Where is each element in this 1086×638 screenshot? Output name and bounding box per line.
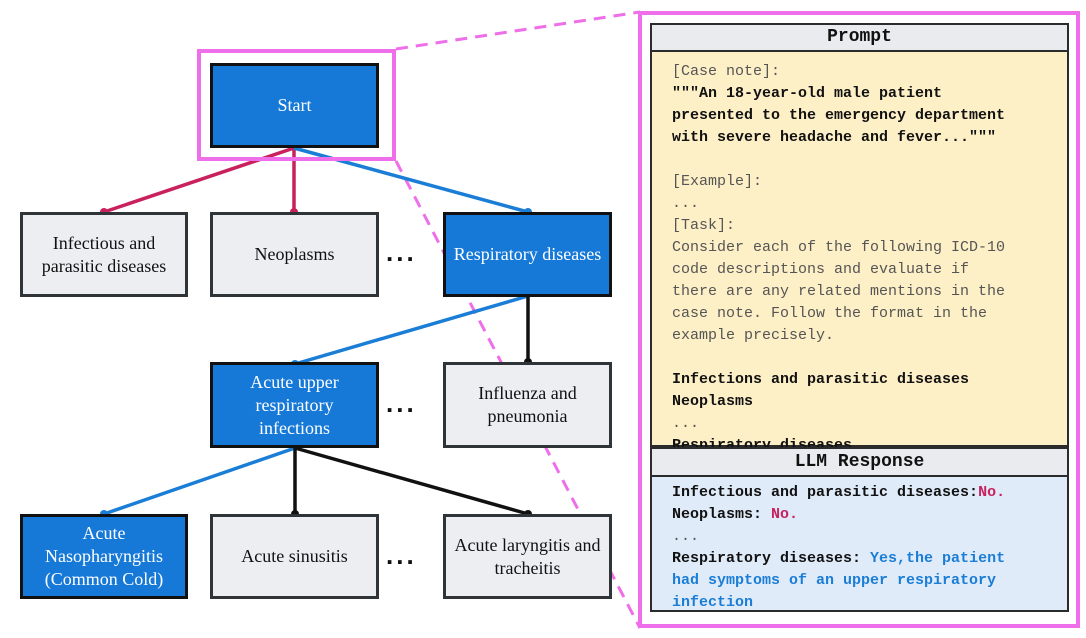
response-line: Respiratory diseases: Yes,the patient: [672, 548, 1053, 570]
node-acute-laryngitis-tracheitis[interactable]: Acute laryngitis and tracheitis: [443, 514, 612, 599]
start-highlight-frame: [197, 49, 396, 161]
llm-response-header: LLM Response: [650, 447, 1069, 477]
prompt-header: Prompt: [650, 23, 1069, 52]
ellipsis-level1: ...: [386, 237, 417, 267]
response-answer-no: No.: [978, 484, 1006, 501]
node-start[interactable]: Start: [210, 63, 379, 148]
task-line: Consider each of the following ICD-10: [672, 239, 1006, 256]
response-label: Neoplasms:: [672, 506, 772, 523]
ellipsis-level3: ...: [386, 540, 417, 570]
code-line: ...: [672, 415, 700, 432]
example-ellipsis: ...: [672, 195, 700, 212]
node-acute-nasopharyngitis[interactable]: Acute Nasopharyngitis (Common Cold): [20, 514, 188, 599]
response-label: Infectious and parasitic diseases:: [672, 484, 979, 501]
response-line: Neoplasms: No.: [672, 504, 1053, 526]
edge-acute-upper-nasopharyngitis: [103, 446, 296, 516]
node-acute-sinusitis[interactable]: Acute sinusitis: [210, 514, 379, 599]
response-ellipsis: ...: [672, 528, 700, 545]
example-label: [Example]:: [672, 173, 763, 190]
response-answer-yes: Yes,the patient: [870, 550, 1006, 567]
ellipsis-level2: ...: [386, 388, 417, 418]
zoom-line-top: [395, 10, 641, 51]
edge-acute-upper-laryngitis: [294, 446, 529, 516]
response-line: Infectious and parasitic diseases:No.: [672, 482, 1053, 504]
task-line: example precisely.: [672, 327, 835, 344]
case-note-line: with severe headache and fever...""": [672, 129, 997, 146]
response-answer-yes: infection: [672, 594, 754, 611]
edges-level1-to-level2: [294, 294, 530, 366]
response-answer-no: No.: [771, 506, 799, 523]
task-line: case note. Follow the format in the: [672, 305, 988, 322]
prompt-body: [Case note]: """An 18-year-old male pati…: [650, 52, 1069, 454]
edge-respiratory-acute-upper: [294, 294, 529, 366]
node-neoplasms[interactable]: Neoplasms: [210, 212, 379, 297]
code-line: Neoplasms: [672, 393, 754, 410]
response-answer-yes: had symptoms of an upper respiratory: [672, 572, 997, 589]
task-line: there are any related mentions in the: [672, 283, 1006, 300]
node-infectious-parasitic[interactable]: Infectious and parasitic diseases: [20, 212, 188, 297]
node-acute-upper-respiratory[interactable]: Acute upper respiratory infections: [210, 362, 379, 448]
llm-response-body: Infectious and parasitic diseases:No. Ne…: [650, 477, 1069, 612]
task-line: code descriptions and evaluate if: [672, 261, 970, 278]
node-influenza-pneumonia[interactable]: Influenza and pneumonia: [443, 362, 612, 448]
case-note-line: """An 18-year-old male patient: [672, 85, 943, 102]
response-label: Respiratory diseases:: [672, 550, 871, 567]
code-line: Infections and parasitic diseases: [672, 371, 970, 388]
case-note-line: presented to the emergency department: [672, 107, 1006, 124]
edges-level2-to-level3: [103, 446, 529, 516]
node-respiratory-diseases[interactable]: Respiratory diseases: [443, 212, 612, 297]
case-note-label: [Case note]:: [672, 63, 781, 80]
task-label: [Task]:: [672, 217, 736, 234]
